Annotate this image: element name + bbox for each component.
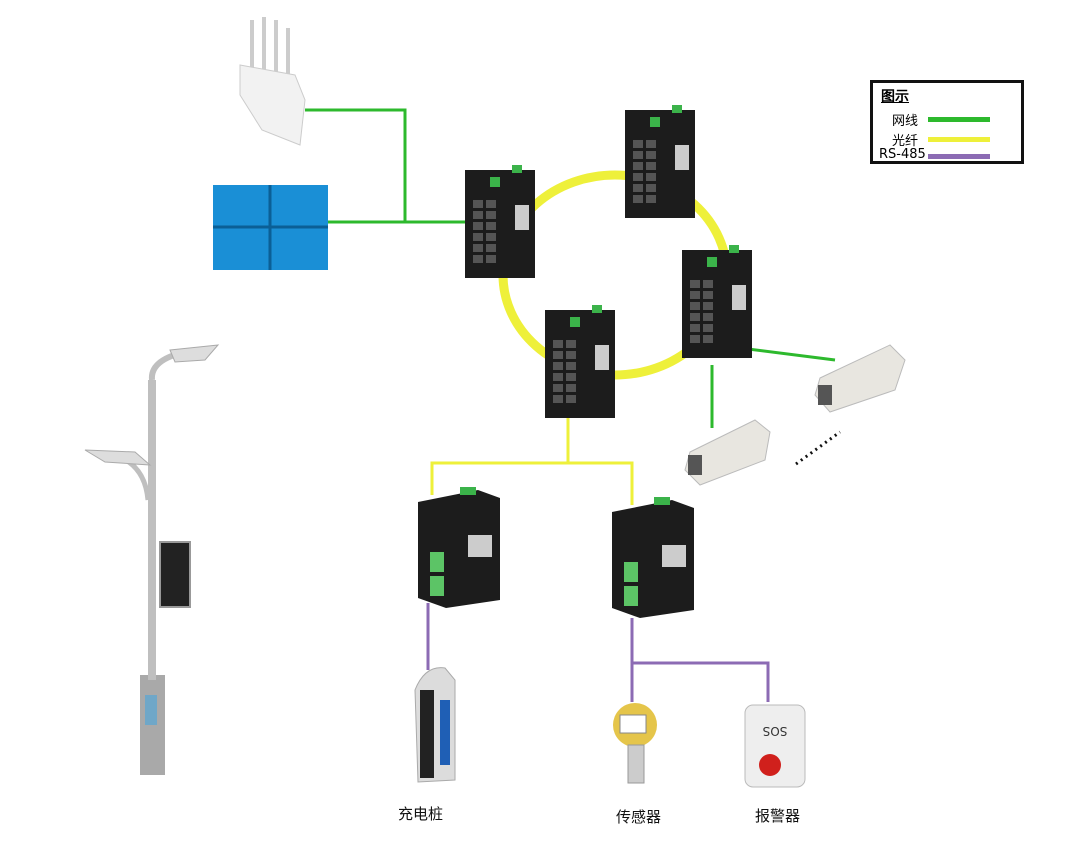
alarm-label: 报警器 — [755, 807, 801, 825]
charging-pile — [414, 667, 456, 783]
legend-title: 图示 — [881, 89, 909, 105]
legend-item-rs485: RS-485 — [873, 147, 1023, 165]
ethernet-switch — [625, 105, 695, 218]
legend-swatch — [928, 117, 990, 122]
smart-street-lamp — [84, 344, 220, 775]
ethernet-links — [305, 108, 836, 428]
sos-alarm: SOS — [744, 704, 806, 788]
legend-swatch — [928, 154, 990, 159]
wireless-router — [239, 17, 306, 146]
ethernet-switch — [545, 305, 615, 418]
serial-converter — [418, 487, 500, 608]
legend: 图示 网线 光纤 RS-485 — [870, 80, 1024, 164]
legend-item-ethernet: 网线 — [873, 110, 1023, 129]
charger-label: 充电桩 — [398, 805, 444, 823]
camera-2 — [684, 419, 771, 486]
legend-swatch — [928, 137, 990, 142]
legend-label: 网线 — [891, 114, 918, 129]
legend-label: 光纤 — [891, 134, 918, 149]
more-devices-dots — [795, 430, 841, 466]
svg-text:SOS: SOS — [763, 724, 788, 738]
ethernet-switch — [682, 245, 752, 358]
legend-label: RS-485 — [879, 147, 926, 162]
video-wall — [213, 185, 328, 270]
camera-1 — [814, 344, 906, 413]
sensor-label: 传感器 — [616, 808, 662, 826]
industrial-switches — [465, 105, 752, 418]
serial-converter — [612, 497, 694, 618]
legend-item-fiber: 光纤 — [873, 130, 1023, 149]
fiber-links — [430, 415, 634, 505]
serial-converters — [418, 487, 694, 618]
gas-sensor — [613, 703, 657, 784]
rs485-links — [426, 603, 770, 702]
ethernet-switch — [465, 165, 535, 278]
